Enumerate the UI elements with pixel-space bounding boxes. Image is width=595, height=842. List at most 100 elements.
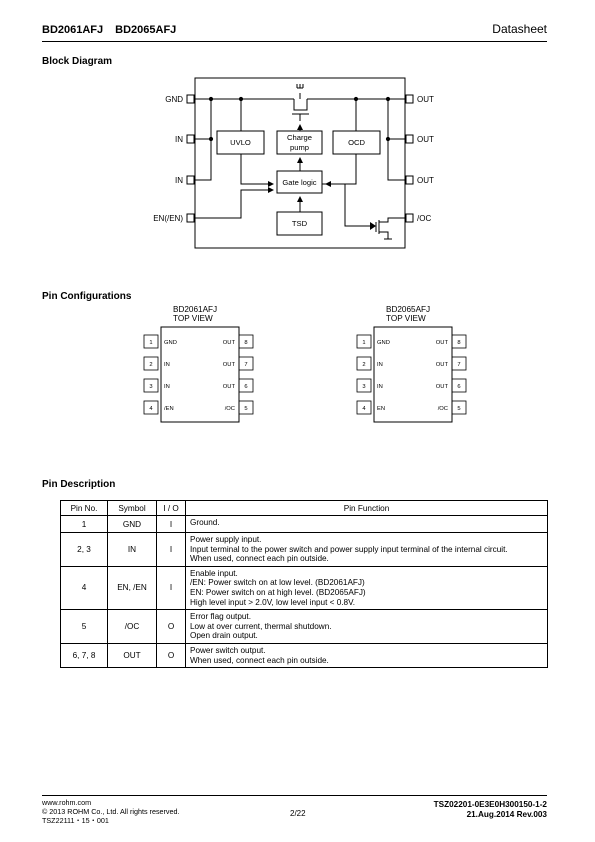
pkg1-pin-name-3: IN bbox=[164, 384, 170, 390]
col-header-pin-no: Pin No. bbox=[60, 500, 108, 516]
bd-label-gnd: GND bbox=[165, 95, 183, 104]
pin-description-table: Pin No. Symbol I / O Pin Function 1 GND … bbox=[60, 500, 548, 669]
bd-label-en: EN(/EN) bbox=[153, 214, 183, 223]
page-header: BD2061AFJ BD2065AFJ Datasheet bbox=[42, 22, 547, 46]
pin-config-figure: BD2061AFJ TOP VIEW 1 2 3 4 8 7 6 5 GND I… bbox=[143, 305, 467, 423]
pkg2-pin-num-8: 8 bbox=[457, 340, 460, 346]
function-line: EN: Power switch on at high level. (BD20… bbox=[190, 587, 366, 597]
bd-label-oc: /OC bbox=[417, 214, 431, 223]
pin-no-cell: 2, 3 bbox=[60, 532, 108, 567]
function-line: Input terminal to the power switch and p… bbox=[190, 544, 508, 554]
symbol-cell: EN, /EN bbox=[107, 565, 157, 611]
footer-website-link[interactable]: www.rohm.com bbox=[42, 798, 92, 807]
pkg1-pin-num-2: 2 bbox=[149, 362, 152, 368]
pkg1-pin-num-5: 5 bbox=[244, 406, 247, 412]
function-line: Open drain output. bbox=[190, 631, 258, 641]
footer-left: www.rohm.com © 2013 ROHM Co., Ltd. All r… bbox=[42, 798, 180, 825]
col-header-pin-function: Pin Function bbox=[185, 500, 548, 516]
function-line: High level input > 2.0V, low level input… bbox=[190, 597, 356, 607]
function-cell: Power supply input. Input terminal to th… bbox=[185, 532, 548, 567]
table-row: 1 GND I Ground. bbox=[60, 515, 548, 533]
pkg1-pin-name-7: OUT bbox=[223, 362, 236, 368]
function-line: Power supply input. bbox=[190, 535, 262, 544]
pkg2-pin-name-2: IN bbox=[377, 362, 383, 368]
col-header-symbol: Symbol bbox=[107, 500, 157, 516]
ocd-label: OCD bbox=[348, 138, 365, 147]
function-line: Power switch output. bbox=[190, 645, 266, 655]
pkg2-pin-name-1: GND bbox=[377, 340, 390, 346]
function-cell: Enable input. /EN: Power switch on at lo… bbox=[185, 565, 548, 611]
pin-square-out-1 bbox=[405, 94, 414, 104]
bd-label-out-1: OUT bbox=[417, 95, 434, 104]
pkg2-pin-name-3: IN bbox=[377, 384, 383, 390]
pin-no-cell: 6, 7, 8 bbox=[60, 642, 108, 669]
pin-config-title: Pin Configurations bbox=[42, 291, 132, 302]
io-cell: O bbox=[156, 609, 186, 644]
function-cell: Error flag output. Low at over current, … bbox=[185, 609, 548, 644]
pkg1-pin-num-7: 7 bbox=[244, 362, 247, 368]
power-mosfet bbox=[293, 99, 308, 111]
pkg2-pin-name-8: OUT bbox=[436, 340, 449, 346]
footer-date-rev: 21.Aug.2014 Rev.003 bbox=[466, 810, 547, 819]
pkg1-pin-name-5: /OC bbox=[225, 406, 235, 412]
pin-square-oc bbox=[405, 213, 414, 223]
io-cell: O bbox=[156, 642, 186, 669]
bd-label-out-3: OUT bbox=[417, 176, 434, 185]
table-header-row: Pin No. Symbol I / O Pin Function bbox=[60, 500, 548, 516]
part-number-1: BD2061AFJ bbox=[42, 24, 104, 36]
symbol-cell: GND bbox=[107, 515, 157, 533]
io-cell: I bbox=[156, 532, 186, 567]
io-cell: I bbox=[156, 565, 186, 611]
function-line: When used, connect each pin outside. bbox=[190, 554, 329, 564]
ic-outline bbox=[194, 77, 406, 249]
pkg2-view: TOP VIEW bbox=[386, 314, 426, 323]
pkg2-pin-num-2: 2 bbox=[362, 362, 365, 368]
bd-label-in-1: IN bbox=[175, 135, 183, 144]
pin-square-out-2 bbox=[405, 134, 414, 144]
pkg1-pin-name-4: /EN bbox=[164, 406, 174, 412]
pkg1-name: BD2061AFJ bbox=[173, 305, 217, 314]
pkg2-pin-name-6: OUT bbox=[436, 384, 449, 390]
block-diagram-title: Block Diagram bbox=[42, 56, 113, 67]
footer-form-code: TSZ22111・15・001 bbox=[42, 816, 109, 825]
uvlo-label: UVLO bbox=[230, 138, 251, 147]
pkg1-pin-num-4: 4 bbox=[149, 406, 153, 412]
footer-page-number: 2/22 bbox=[290, 809, 306, 818]
pin-no-cell: 5 bbox=[60, 609, 108, 644]
part-numbers: BD2061AFJ BD2065AFJ bbox=[42, 24, 176, 36]
footer-copyright: © 2013 ROHM Co., Ltd. All rights reserve… bbox=[42, 807, 180, 816]
pin-square-en bbox=[186, 213, 195, 223]
gate-logic-label: Gate logic bbox=[282, 178, 316, 187]
bd-label-in-2: IN bbox=[175, 176, 183, 185]
part-number-2: BD2065AFJ bbox=[115, 24, 177, 36]
header-rule bbox=[42, 41, 547, 42]
function-line: Enable input. bbox=[190, 568, 238, 578]
table-row: 4 EN, /EN I Enable input. /EN: Power swi… bbox=[60, 565, 548, 611]
function-cell: Power switch output. When used, connect … bbox=[185, 642, 548, 669]
package-bd2065afj: BD2065AFJ TOP VIEW 1 2 3 4 8 7 6 5 GND I… bbox=[356, 305, 467, 423]
footer-right: TSZ02201-0E3E0H300150-1-2 21.Aug.2014 Re… bbox=[434, 800, 547, 820]
function-line: /EN: Power switch on at low level. (BD20… bbox=[190, 578, 365, 588]
pkg1-pin-num-6: 6 bbox=[244, 384, 247, 390]
pin-square-in-2 bbox=[186, 175, 195, 185]
pkg1-pin-num-8: 8 bbox=[244, 340, 247, 346]
pkg1-pin-num-3: 3 bbox=[149, 384, 152, 390]
page-footer: www.rohm.com © 2013 ROHM Co., Ltd. All r… bbox=[42, 795, 547, 827]
table-row: 6, 7, 8 OUT O Power switch output. When … bbox=[60, 642, 548, 669]
table-row: 5 /OC O Error flag output. Low at over c… bbox=[60, 609, 548, 644]
doc-type: Datasheet bbox=[492, 22, 547, 36]
pin-no-cell: 1 bbox=[60, 515, 108, 533]
pkg2-pin-num-6: 6 bbox=[457, 384, 460, 390]
pkg1-pin-name-2: IN bbox=[164, 362, 170, 368]
pkg1-view: TOP VIEW bbox=[173, 314, 213, 323]
symbol-cell: OUT bbox=[107, 642, 157, 669]
pkg2-pin-name-7: OUT bbox=[436, 362, 449, 368]
pkg1-pin-name-1: GND bbox=[164, 340, 177, 346]
function-cell: Ground. bbox=[185, 515, 548, 533]
function-line: When used, connect each pin outside. bbox=[190, 655, 329, 665]
charge-pump-label-1: Charge bbox=[287, 133, 312, 142]
pkg1-pin-name-6: OUT bbox=[223, 384, 236, 390]
table-row: 2, 3 IN I Power supply input. Input term… bbox=[60, 532, 548, 567]
pkg2-pin-num-4: 4 bbox=[362, 406, 366, 412]
bd-label-out-2: OUT bbox=[417, 135, 434, 144]
